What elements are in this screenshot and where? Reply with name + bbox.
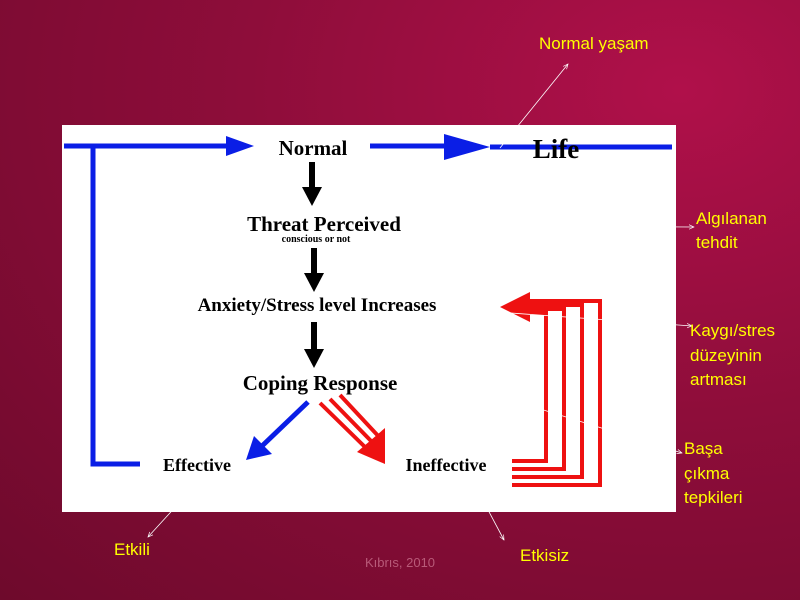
node-life: Life xyxy=(533,134,580,164)
node-threat-perceived: Threat Perceived xyxy=(247,212,401,236)
annotation-algilanan-line1: Algılanan xyxy=(696,209,767,228)
pointer-basa-cikma xyxy=(449,380,682,453)
arrowhead-to-normal xyxy=(226,136,254,156)
down-arrow-2 xyxy=(304,273,324,292)
footer-text: Kıbrıs, 2010 xyxy=(365,555,435,570)
pointer-normal-yasam xyxy=(499,64,568,149)
annotation-basa-line2: çıkma xyxy=(684,464,730,483)
annotation-etkili: Etkili xyxy=(114,540,150,559)
pointer-algilanan xyxy=(449,226,694,227)
annotation-kaygi-line1: Kaygı/stres xyxy=(690,321,775,340)
down-arrow-1 xyxy=(302,187,322,206)
arrowhead-to-life xyxy=(444,134,490,160)
red-feedback-loop xyxy=(512,299,602,487)
annotation-kaygi-line2: düzeyinin xyxy=(690,346,762,365)
annotation-pointers xyxy=(148,64,694,540)
arrow-to-effective xyxy=(246,400,310,460)
node-coping-response: Coping Response xyxy=(243,371,398,395)
node-normal: Normal xyxy=(279,136,348,160)
annotation-basa-line3: tepkileri xyxy=(684,488,743,507)
down-arrows xyxy=(302,162,324,368)
arrowhead-to-anxiety xyxy=(500,292,530,322)
annotation-etkisiz: Etkisiz xyxy=(520,546,569,565)
annotation-algilanan-line2: tehdit xyxy=(696,233,738,252)
node-anxiety: Anxiety/Stress level Increases xyxy=(198,295,437,316)
blue-feedback-loop xyxy=(64,134,672,467)
annotation-normal-yasam: Normal yaşam xyxy=(539,34,649,53)
pointer-kaygi xyxy=(496,311,692,326)
pointer-etkisiz xyxy=(469,475,504,540)
arrow-to-ineffective xyxy=(318,393,385,464)
node-ineffective: Ineffective xyxy=(406,455,487,475)
annotation-basa-line1: Başa xyxy=(684,439,723,458)
pointer-etkili xyxy=(148,479,201,537)
down-arrow-3 xyxy=(304,349,324,368)
node-threat-subtitle: conscious or not xyxy=(282,234,351,245)
annotation-kaygi-line3: artması xyxy=(690,370,747,389)
node-effective: Effective xyxy=(163,455,231,475)
